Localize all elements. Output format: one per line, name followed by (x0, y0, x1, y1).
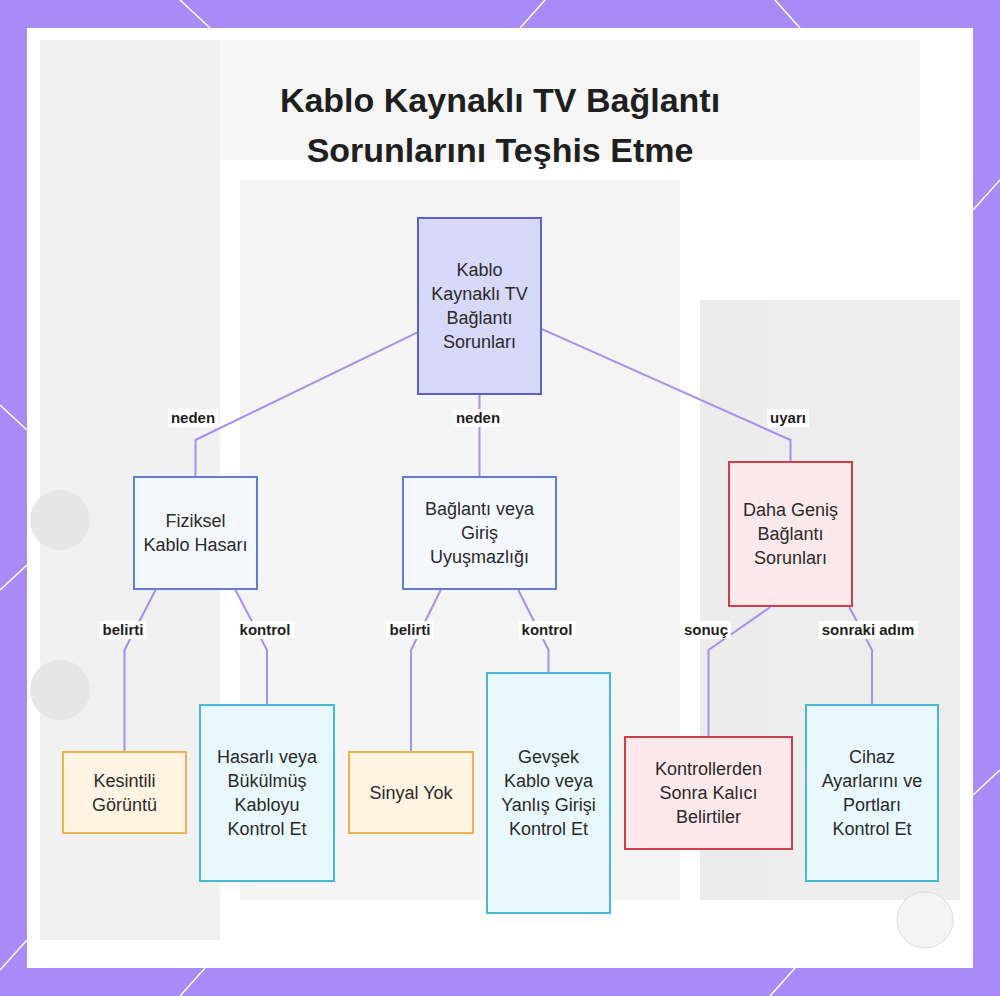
edge-label: uyarı (767, 409, 809, 427)
symptom-box: Kesintili Görüntü (62, 751, 187, 834)
result-box: Kontrollerden Sonra Kalıcı Belirtiler (624, 736, 793, 850)
edge-label: kontrol (237, 621, 294, 639)
check-box: Cihaz Ayarlarını ve Portları Kontrol Et (805, 704, 939, 882)
node-text: Daha Geniş Bağlantı Sorunları (738, 498, 843, 570)
check-box: Gevşek Kablo veya Yanlış Girişi Kontrol … (486, 672, 611, 914)
connector (196, 333, 418, 476)
node-text: Fiziksel Kablo Hasarı (143, 509, 248, 557)
edge-label: sonuç (681, 621, 731, 639)
connector (542, 329, 791, 461)
node-text: Gevşek Kablo veya Yanlış Girişi Kontrol … (496, 745, 601, 841)
cause-box: Fiziksel Kablo Hasarı (133, 476, 258, 590)
root-box: Kablo Kaynaklı TV Bağlantı Sorunları (417, 217, 542, 395)
canvas (27, 28, 973, 968)
blurred-photo (30, 40, 960, 940)
corner-icon (897, 892, 953, 948)
node-text: Kontrollerden Sonra Kalıcı Belirtiler (634, 757, 783, 829)
connector (236, 590, 268, 704)
edge-label: sonraki adım (819, 621, 918, 639)
node-text: Sinyal Yok (369, 781, 452, 805)
node-text: Kesintili Görüntü (72, 769, 177, 817)
cause-box: Bağlantı veya Giriş Uyuşmazlığı (402, 476, 557, 590)
edge-label: belirti (387, 621, 434, 639)
warning-box: Daha Geniş Bağlantı Sorunları (728, 461, 853, 607)
node-text: Bağlantı veya Giriş Uyuşmazlığı (412, 497, 547, 569)
connector (125, 590, 156, 751)
check-box: Hasarlı veya Bükülmüş Kabloyu Kontrol Et (199, 704, 335, 882)
connector (411, 590, 441, 751)
node-text: Kablo Kaynaklı TV Bağlantı Sorunları (427, 258, 532, 354)
edge-label: kontrol (519, 621, 576, 639)
edge-label: neden (453, 409, 503, 427)
node-text: Hasarlı veya Bükülmüş Kabloyu Kontrol Et (209, 745, 325, 841)
connector (479, 395, 481, 476)
edge-label: neden (168, 409, 218, 427)
symptom-box: Sinyal Yok (348, 751, 474, 834)
node-text: Cihaz Ayarlarını ve Portları Kontrol Et (815, 745, 929, 841)
edge-label: belirti (100, 621, 147, 639)
diagram-title: Kablo Kaynaklı TV Bağlantı Sorunlarını T… (230, 75, 770, 175)
